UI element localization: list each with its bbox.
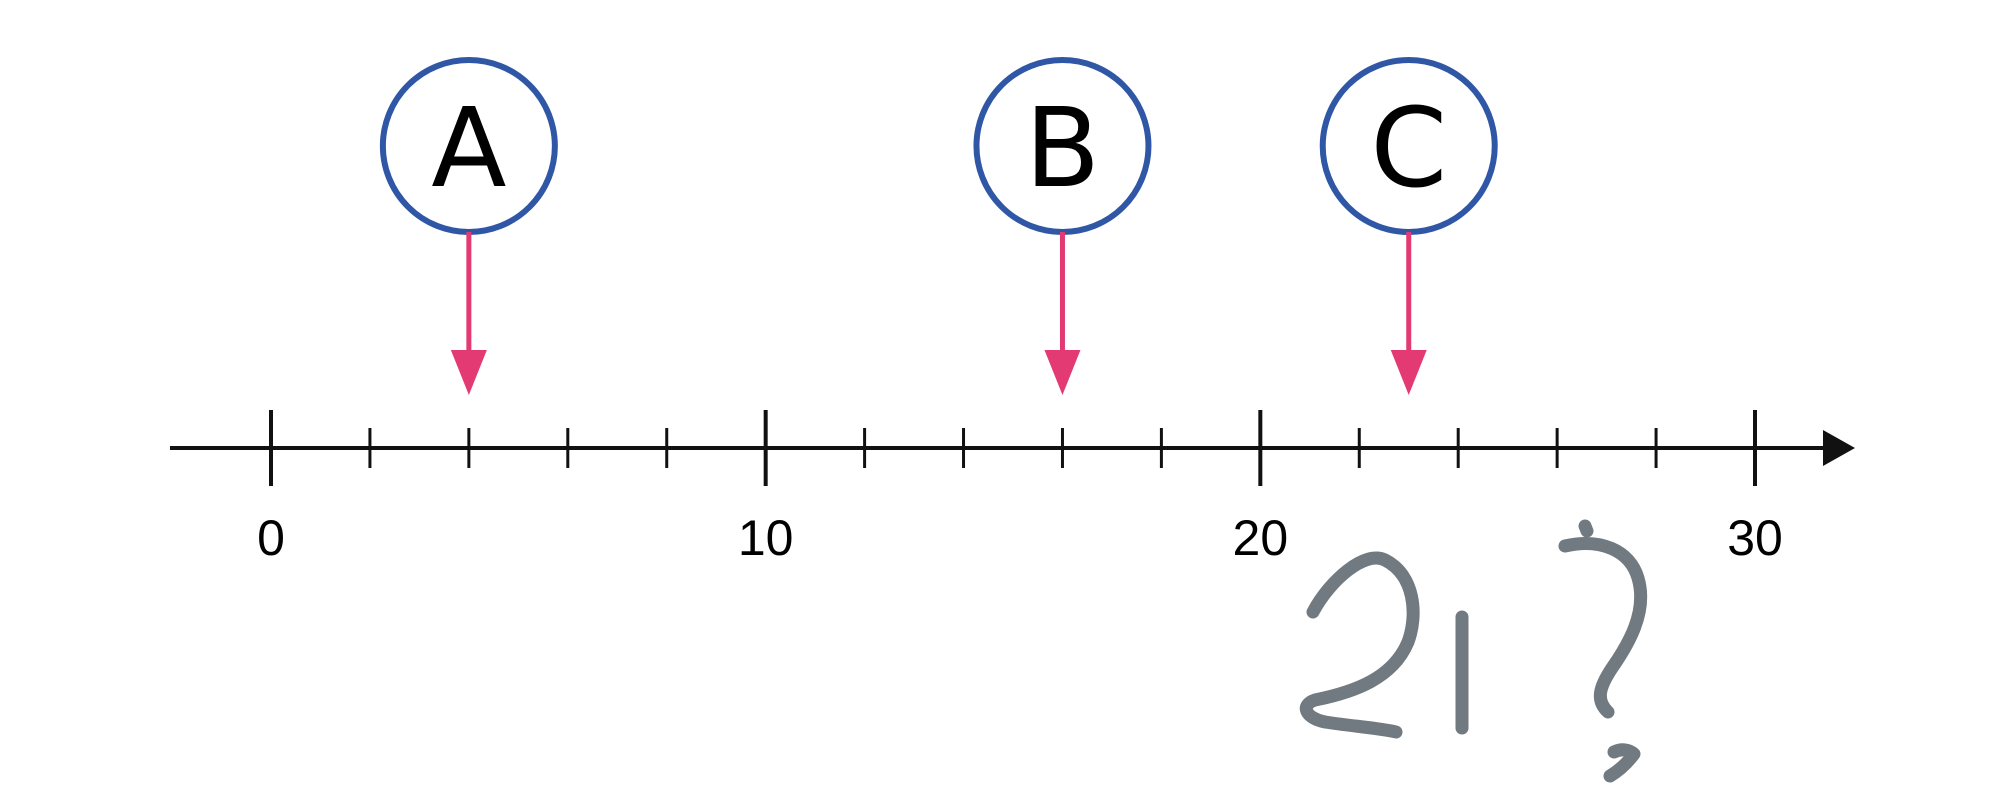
handwritten-question-top-mark	[1578, 519, 1594, 538]
marker-b-arrowhead	[1044, 350, 1081, 395]
marker-c-arrowhead	[1390, 350, 1427, 395]
marker-a: A	[379, 57, 558, 395]
marker-b: B	[973, 57, 1152, 395]
marker-c: C	[1319, 57, 1498, 395]
marker-a-arrowhead	[450, 350, 487, 395]
handwritten-digit-2	[1299, 551, 1420, 739]
number-line-arrowhead	[1823, 430, 1855, 466]
tick-marks	[269, 410, 1757, 486]
tick-label-20: 20	[1233, 510, 1289, 566]
tick-labels: 0 10 20 30	[257, 510, 1783, 566]
tick-label-30: 30	[1727, 510, 1783, 566]
marker-b-label: B	[1025, 84, 1100, 212]
handwritten-note	[1299, 519, 1648, 783]
marker-c-label: C	[1370, 84, 1447, 212]
marker-a-label: A	[431, 84, 506, 212]
handwritten-question-dot	[1603, 743, 1641, 783]
tick-label-10: 10	[738, 510, 794, 566]
handwritten-question-curve	[1558, 537, 1648, 719]
tick-label-0: 0	[257, 510, 285, 566]
